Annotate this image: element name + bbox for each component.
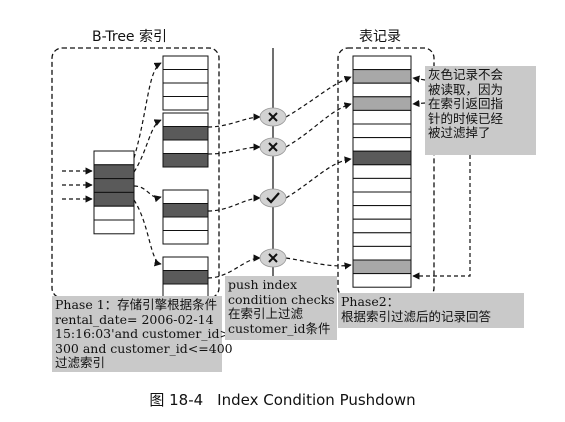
table-record-7 — [352, 137, 412, 152]
table-record-14 — [352, 232, 412, 247]
phase2-line-1: Phase2： — [341, 294, 400, 309]
table-records — [352, 55, 412, 288]
root-entry-6 — [93, 219, 135, 235]
cross-icon — [268, 253, 278, 263]
index-entry-1-3 — [162, 82, 209, 97]
index-entry-3-1 — [162, 189, 209, 204]
phase2-line-2: 根据索引过滤后的记录回答 — [341, 308, 492, 324]
index-entry-4-2 — [162, 270, 209, 285]
index-entry-1-2 — [162, 69, 209, 84]
root-to-leaf-3 — [133, 185, 162, 203]
figure-caption: 图 18-4 Index Condition Pushdown — [0, 389, 565, 410]
accept-marker — [259, 188, 287, 208]
reject-marker-3 — [259, 248, 287, 268]
table-record-15 — [352, 245, 412, 261]
table-record-6 — [352, 123, 412, 139]
caption-number: 图 18-4 — [149, 391, 204, 409]
push-line-3: 在索引上过滤 — [228, 306, 304, 321]
phase1-line-2: rental_date= 2006-02-14 — [55, 311, 214, 327]
index-entry-1-4 — [162, 96, 209, 111]
table-record-1 — [352, 55, 412, 71]
table-record-9 — [352, 164, 412, 179]
table-record-12 — [352, 205, 412, 220]
index-root-node — [93, 150, 135, 235]
gray-note-line-2: 被读取，因为 — [428, 81, 504, 97]
reject-marker-1 — [259, 107, 287, 127]
phase1-line-5: 过滤索引 — [55, 355, 106, 370]
root-to-leaf-1 — [133, 62, 162, 159]
flow-arrows — [62, 62, 471, 280]
index-entry-4-1 — [162, 256, 209, 271]
push-line-4: customer_id条件 — [228, 320, 331, 336]
root-to-leaf-2 — [133, 119, 162, 173]
table-record-11 — [352, 191, 412, 207]
root-entry-4 — [93, 191, 135, 207]
table-record-10 — [352, 177, 412, 193]
root-entry-3 — [93, 178, 135, 193]
leaf-to-marker-4 — [207, 254, 261, 279]
phase1-line-1: Phase 1：存储引擎根据条件 — [55, 297, 218, 312]
marker-to-record-1 — [285, 75, 352, 118]
gray-note-line-3: 在索引返回指 — [428, 96, 504, 111]
gray-note-line-1: 灰色记录不会 — [428, 67, 504, 82]
table-record-17 — [352, 273, 412, 288]
table-record-2 — [352, 69, 412, 84]
gray-note-line-5: 被过滤掉了 — [428, 125, 491, 140]
index-leaf-groups — [162, 55, 209, 312]
push-condition-note: push index condition checks 在索引上过滤 custo… — [225, 276, 337, 340]
table-title: 表记录 — [359, 29, 401, 45]
push-line-2: condition checks — [228, 291, 335, 307]
phase1-line-4: 300 and customer_id<=400 — [55, 340, 233, 356]
phase2-note: Phase2： 根据索引过滤后的记录回答 — [338, 293, 524, 328]
cross-icon — [268, 112, 278, 122]
table-record-8 — [352, 150, 412, 166]
index-entry-2-3 — [162, 139, 209, 154]
index-entry-3-4 — [162, 230, 209, 245]
note-pointer-2 — [412, 99, 426, 108]
leaf-to-marker-2 — [207, 143, 261, 155]
index-entry-1-1 — [162, 55, 209, 70]
index-entry-2-1 — [162, 112, 209, 127]
table-record-3 — [352, 82, 412, 98]
index-entry-3-3 — [162, 216, 209, 231]
table-record-16 — [352, 259, 412, 275]
gray-note-line-4: 针的时候已经 — [428, 110, 504, 126]
table-record-5 — [352, 109, 412, 125]
phase1-line-3: 15:16:03'and customer_id>= — [55, 326, 241, 341]
push-line-1: push index — [228, 277, 297, 292]
table-record-4 — [352, 96, 412, 111]
leaf-to-marker-1 — [207, 113, 261, 128]
marker-to-record-3 — [285, 156, 352, 199]
index-entry-3-2 — [162, 203, 209, 218]
phase1-note: Phase 1：存储引擎根据条件 rental_date= 2006-02-14… — [52, 296, 241, 372]
table-record-13 — [352, 218, 412, 234]
btree-title: B-Tree 索引 — [92, 29, 167, 45]
marker-to-record-4 — [285, 257, 352, 270]
index-entry-2-4 — [162, 153, 209, 168]
index-entry-2-2 — [162, 126, 209, 141]
note-pointer-3 — [412, 155, 471, 280]
reject-marker-2 — [259, 137, 287, 157]
gray-record-note: 灰色记录不会 被读取，因为 在索引返回指 针的时候已经 被过滤掉了 — [425, 66, 536, 155]
accept-marker-badge — [259, 188, 287, 208]
cross-icon — [268, 142, 278, 152]
root-entry-2 — [93, 164, 135, 180]
root-entry-5 — [93, 205, 135, 221]
leaf-to-marker-3 — [207, 194, 261, 212]
root-entry-1 — [93, 150, 135, 166]
marker-to-record-2 — [285, 102, 352, 148]
check-icon — [266, 192, 280, 204]
caption-title: Index Condition Pushdown — [217, 391, 416, 409]
filter-markers — [259, 107, 287, 268]
root-to-leaf-4 — [133, 199, 162, 267]
note-pointer-1 — [412, 75, 426, 83]
